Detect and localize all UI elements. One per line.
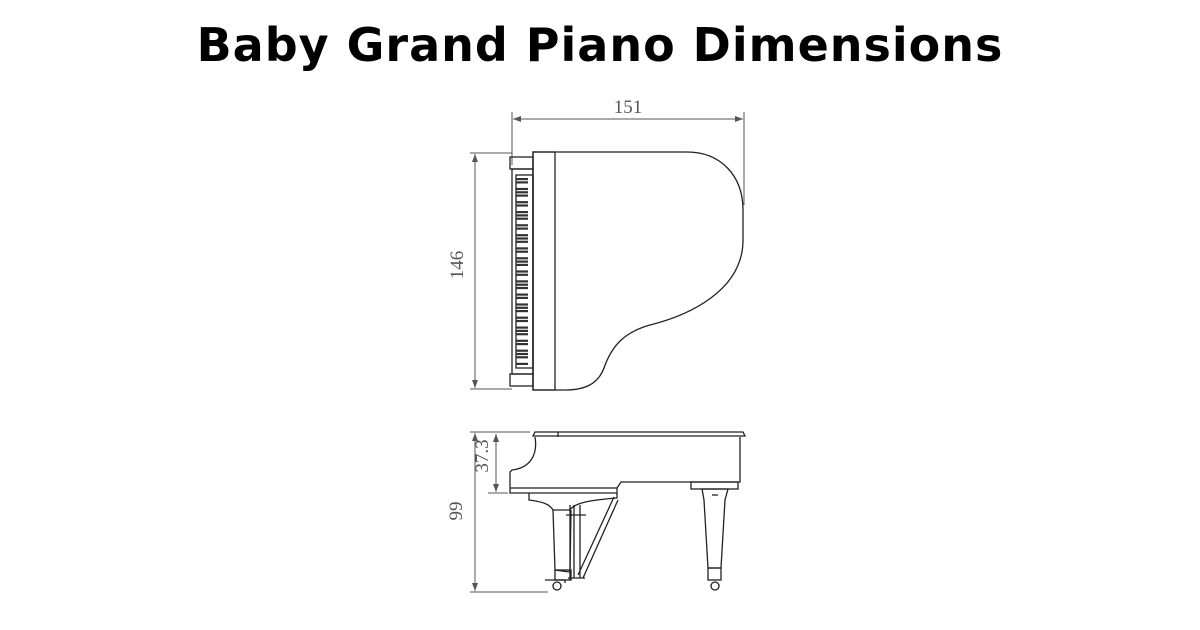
- width-dimension: 151: [511, 97, 745, 205]
- black-key: [516, 319, 528, 323]
- black-key: [516, 237, 528, 240]
- black-key: [516, 356, 528, 359]
- black-key: [516, 194, 528, 197]
- black-key: [516, 191, 528, 194]
- black-key: [516, 217, 528, 220]
- black-key: [516, 280, 528, 283]
- black-key: [516, 333, 528, 336]
- keyboard-support: [528, 493, 618, 511]
- cheek-block-top: [509, 156, 534, 170]
- lid-height-label: 37.3: [472, 439, 493, 472]
- black-key: [516, 270, 528, 273]
- black-key: [516, 181, 528, 184]
- black-key: [516, 214, 528, 217]
- black-key: [516, 352, 528, 356]
- rear-caster: [710, 581, 720, 591]
- black-key: [516, 178, 528, 181]
- front-leg: [552, 509, 572, 573]
- black-key: [516, 326, 528, 329]
- black-key: [516, 329, 528, 332]
- pedal: [545, 579, 566, 583]
- black-key: [516, 247, 528, 250]
- length-label: 146: [447, 251, 468, 280]
- lid-height-dimension: 37.3: [472, 434, 508, 494]
- black-key: [516, 273, 528, 276]
- rear-leg-foot: [707, 567, 722, 581]
- black-key: [516, 240, 528, 243]
- black-key: [516, 201, 528, 204]
- lid: [531, 431, 747, 437]
- black-key: [516, 310, 528, 313]
- black-key: [516, 286, 528, 290]
- side-view: 99 37.3: [446, 431, 747, 593]
- pedal-lyre: [566, 505, 586, 580]
- black-key: [516, 204, 528, 207]
- black-key: [516, 224, 528, 227]
- page-title: Baby Grand Piano Dimensions: [196, 18, 1004, 72]
- black-key: [516, 187, 528, 191]
- height-label: 99: [446, 502, 467, 521]
- black-key: [516, 296, 528, 299]
- black-key: [516, 263, 528, 266]
- black-key: [516, 343, 528, 346]
- black-key: [516, 349, 528, 352]
- black-key: [516, 283, 528, 286]
- length-dimension: 146: [447, 152, 512, 390]
- black-key: [516, 227, 528, 230]
- front-caster: [552, 581, 562, 591]
- black-keys: [516, 178, 528, 365]
- rear-leg-block: [690, 481, 739, 490]
- black-key: [516, 339, 528, 342]
- black-key: [516, 234, 528, 237]
- black-key: [516, 293, 528, 296]
- top-view: 151 146: [447, 97, 745, 391]
- black-key: [516, 211, 528, 214]
- rear-leg: [701, 488, 729, 569]
- black-key: [516, 306, 528, 309]
- black-key: [516, 316, 528, 319]
- fallboard: [532, 151, 556, 391]
- cheek-block-bottom: [509, 373, 534, 387]
- height-dimension: 99: [446, 431, 548, 593]
- black-key: [516, 257, 528, 260]
- black-key: [516, 303, 528, 306]
- black-key: [516, 362, 528, 365]
- piano-body-outline: [532, 151, 744, 391]
- width-label: 151: [614, 97, 643, 118]
- black-key: [516, 260, 528, 263]
- case-side: [509, 436, 741, 494]
- black-key: [516, 250, 528, 253]
- lyre-brace: [577, 496, 619, 579]
